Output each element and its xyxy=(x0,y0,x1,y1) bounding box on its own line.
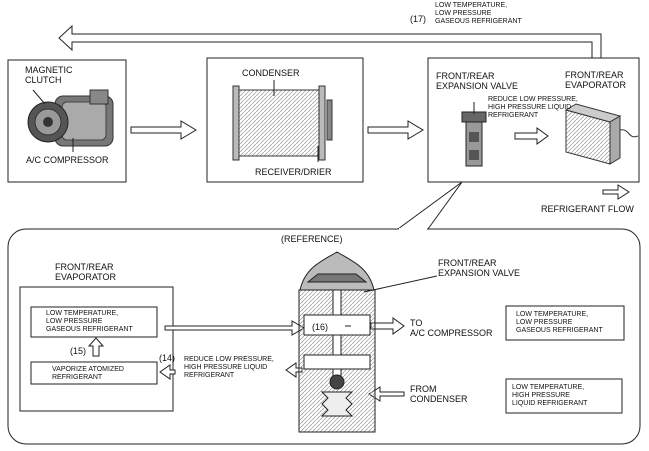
refrigerant-flow-label: REFRIGERANT FLOW xyxy=(541,204,634,214)
condenser-image xyxy=(232,85,333,161)
valve-label: FRONT/REAR EXPANSION VALVE xyxy=(436,71,519,91)
return-number: (17) xyxy=(410,14,427,24)
arrow-14 xyxy=(159,364,176,380)
return-arrow xyxy=(58,24,602,61)
valve-detail-leader xyxy=(363,275,438,293)
low-gas-box xyxy=(30,306,158,338)
ref-num-16: (16) xyxy=(312,322,329,332)
ref-evaporator-label: FRONT/REAR EVAPORATOR xyxy=(55,262,117,282)
clutch-leader xyxy=(32,89,46,105)
legend-gas-label: LOW TEMPERATURE, LOW PRESSURE GASEOUS RE… xyxy=(516,311,603,334)
expansion-valve-section xyxy=(298,251,376,433)
reduce-label: REDUCE LOW PRESSURE, HIGH PRESSURE LIQUI… xyxy=(488,96,578,119)
ref-from-condenser-label: FROM CONDENSER xyxy=(410,384,468,404)
up-arrow-15 xyxy=(87,337,105,357)
vaporize-box xyxy=(30,361,158,385)
evaporator-label: FRONT/REAR EVAPORATOR xyxy=(565,70,627,90)
return-label: LOW TEMPERATURE, LOW PRESSURE GASEOUS RE… xyxy=(435,2,522,25)
reference-title: (REFERENCE) xyxy=(281,234,343,244)
ref-num-14: (14) xyxy=(159,353,176,363)
valve-image xyxy=(461,111,487,167)
legend-flow-arrow xyxy=(602,184,630,200)
condenser-label: CONDENSER xyxy=(242,68,300,78)
arrow-to-valve xyxy=(164,320,305,336)
ref-low-gas-label: LOW TEMPERATURE, LOW PRESSURE GASEOUS RE… xyxy=(46,310,133,333)
reference-box xyxy=(7,228,641,445)
legend-gas-box xyxy=(505,305,625,341)
compressor-image xyxy=(27,89,114,147)
receiver-label: RECEIVER/DRIER xyxy=(255,167,332,177)
arrow-to-compressor xyxy=(370,317,405,335)
flow-arrow-1 xyxy=(130,120,197,140)
ref-valve-label: FRONT/REAR EXPANSION VALVE xyxy=(438,258,521,278)
evaporator-image xyxy=(564,103,639,165)
reference-callout xyxy=(397,181,463,230)
ref-to-compressor-label: TO A/C COMPRESSOR xyxy=(410,318,493,338)
flow-arrow-2 xyxy=(367,120,424,140)
flow-arrow-3 xyxy=(514,127,549,145)
clutch-label: MAGNETIC CLUTCH xyxy=(25,65,73,85)
ref-num-15: (15) xyxy=(70,346,87,356)
ref-vaporize-label: VAPORIZE ATOMIZED REFRIGERANT xyxy=(52,366,124,381)
ref-reduce-label: REDUCE LOW PRESSURE, HIGH PRESSURE LIQUI… xyxy=(184,356,274,379)
legend-liquid-box xyxy=(505,378,623,414)
legend-liquid-label: LOW TEMPERATURE, HIGH PRESSURE LIQUID RE… xyxy=(512,384,588,407)
compressor-label: A/C COMPRESSOR xyxy=(26,155,109,165)
